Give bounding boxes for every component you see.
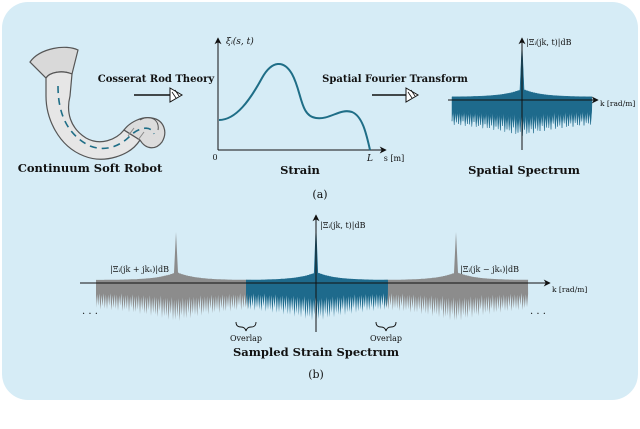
- spectrum-y-label: |Ξᵢ(jk, t)|dB: [526, 38, 572, 47]
- ellipsis-right: . . .: [530, 306, 546, 317]
- strain-x-label: s [m]: [384, 154, 404, 163]
- sampled-spectrum-plot: |Ξᵢ(jk, t)|dB |Ξᵢ(jk + jkₛ)|dB |Ξᵢ(jk − …: [80, 214, 587, 343]
- cosserat-label: Cosserat Rod Theory: [98, 74, 216, 85]
- strain-y-label: ξᵢ(s, t): [226, 36, 254, 47]
- left-alias-label: |Ξᵢ(jk + jkₛ)|dB: [110, 265, 169, 274]
- arrow-2-icon: [372, 87, 419, 103]
- overlap-right-label: Overlap: [370, 334, 402, 343]
- sampled-x-label: k [rad/m]: [552, 285, 587, 294]
- spectrum-plot: |Ξᵢ(jk, t)|dB k [rad/m]: [448, 37, 635, 150]
- strain-origin: 0: [212, 153, 217, 162]
- arrow-1-icon: [134, 87, 183, 103]
- fourier-label: Spatial Fourier Transform: [322, 74, 468, 85]
- overlap-left-label: Overlap: [230, 334, 262, 343]
- center-label: |Ξᵢ(jk, t)|dB: [320, 221, 366, 230]
- background-panel: [2, 2, 638, 400]
- overlap-left-brace: [235, 321, 257, 332]
- soft-robot-icon: [29, 46, 166, 160]
- ellipsis-left: . . .: [82, 306, 98, 317]
- overlap-right-brace: [375, 321, 397, 332]
- right-alias-label: |Ξᵢ(jk − jkₛ)|dB: [460, 265, 519, 274]
- caption-b: (b): [308, 368, 324, 381]
- sampled-title: Sampled Strain Spectrum: [233, 345, 399, 359]
- caption-a: (a): [312, 188, 327, 201]
- spectrum-x-label: k [rad/m]: [600, 99, 635, 108]
- alias-left-shape: [96, 232, 252, 321]
- spectrum-label: Spatial Spectrum: [468, 163, 580, 177]
- baseband-shape: [246, 220, 388, 322]
- strain-L: L: [366, 154, 373, 164]
- strain-plot: ξᵢ(s, t) 0 L s [m]: [212, 36, 404, 164]
- strain-label: Strain: [280, 163, 320, 177]
- alias-right-shape: [384, 232, 529, 321]
- robot-label: Continuum Soft Robot: [18, 161, 163, 175]
- strain-curve: [218, 63, 371, 151]
